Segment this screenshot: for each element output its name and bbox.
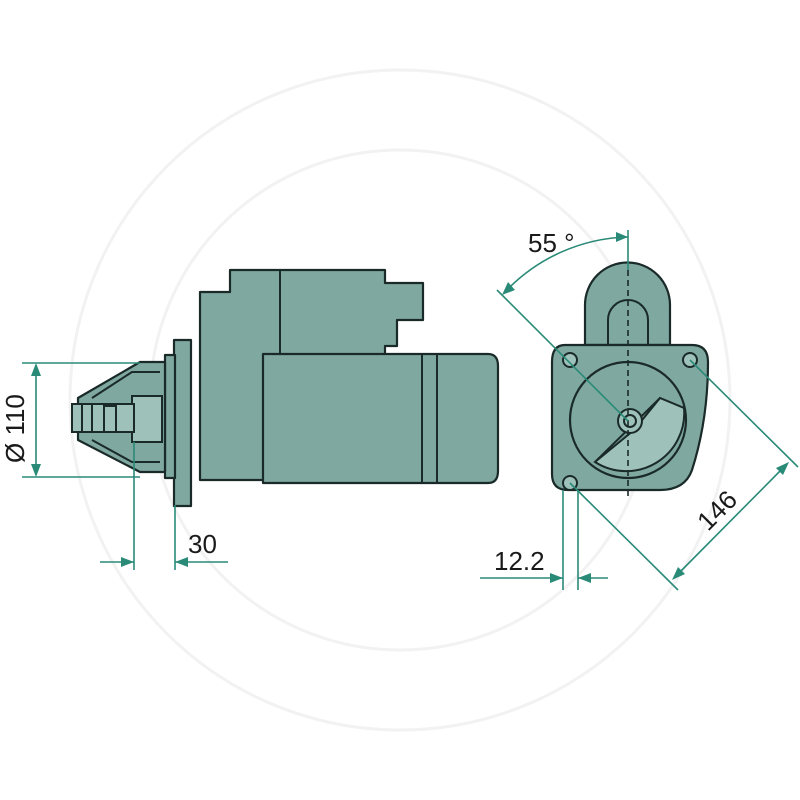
dimension-hole-offset: 12.2 [480,490,608,590]
dimension-angle-label: 55 ° [528,228,575,258]
dimension-diameter: Ø 110 [0,362,140,478]
side-view [71,268,500,508]
dimension-hole-offset-label: 12.2 [494,546,545,576]
pinion-gear [131,395,163,443]
shaft-center [617,408,643,434]
mounting-hole-1 [562,352,578,368]
dimension-flange-offset-label: 30 [188,529,217,559]
motor-cylinder [261,352,500,485]
dimension-diameter-label: Ø 110 [0,394,30,463]
mounting-flange [172,338,193,508]
dimension-flange-offset: 30 [100,442,228,570]
dimension-hole-spacing-label: 146 [691,484,743,536]
dimension-angle: 55 ° [496,228,629,422]
end-view [550,261,710,500]
